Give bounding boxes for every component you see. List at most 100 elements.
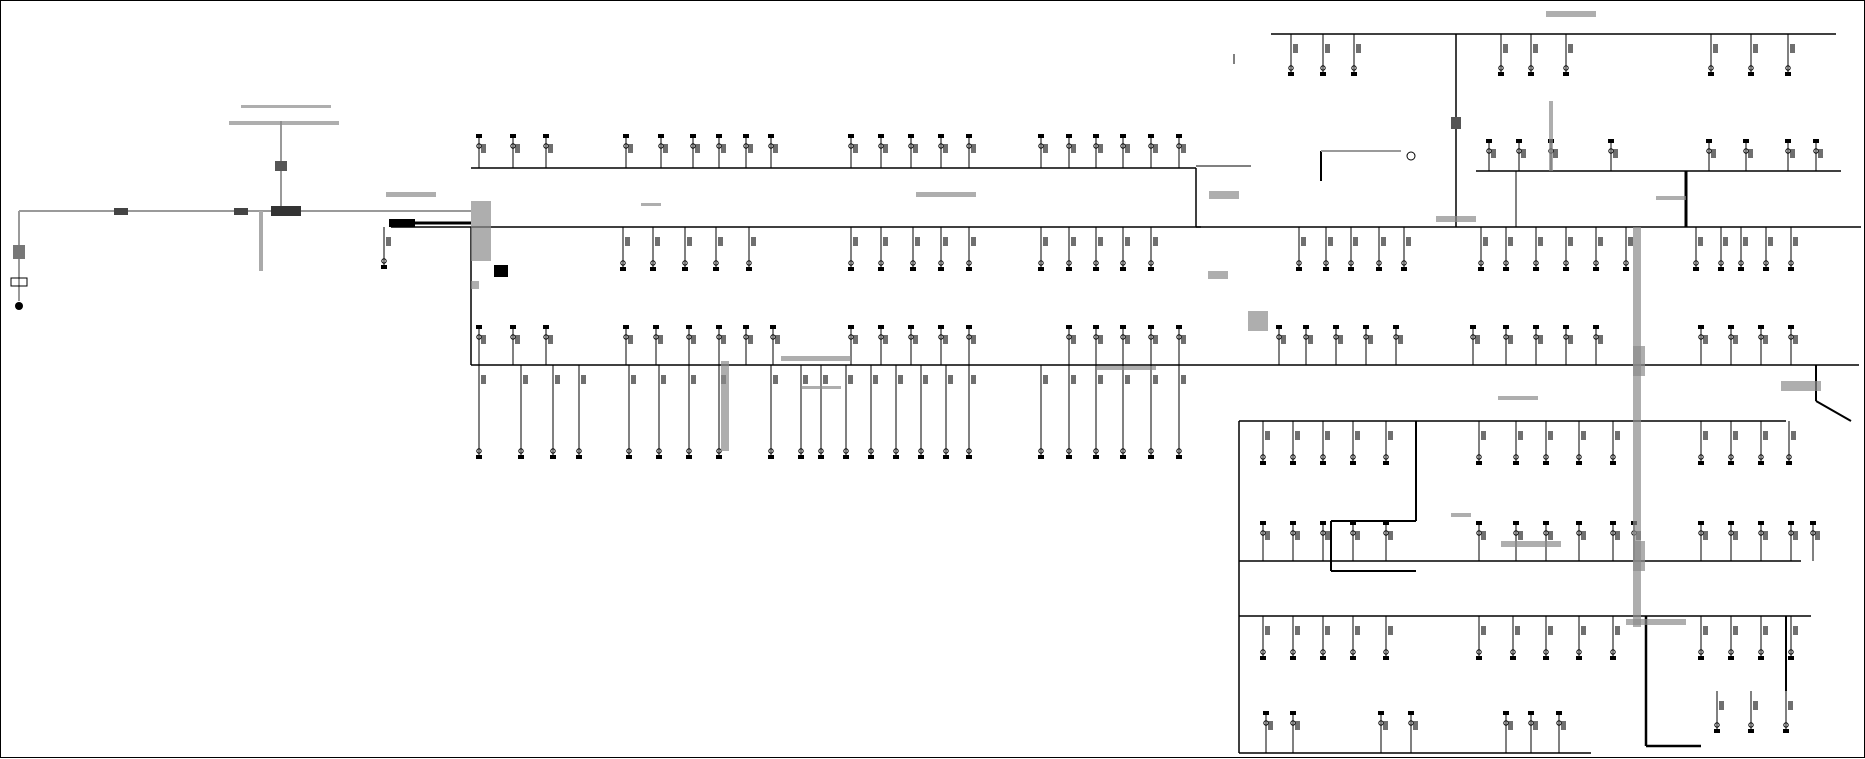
transformer-icon: [1125, 144, 1130, 153]
transformer-icon: [1071, 237, 1076, 246]
transformer-icon: [1763, 531, 1768, 540]
load-icon: [1093, 143, 1099, 149]
load-icon: [1788, 530, 1794, 536]
load-icon: [966, 334, 972, 340]
highlight-mark: [781, 356, 851, 361]
load-icon: [1383, 649, 1389, 655]
breaker-icon: [1120, 134, 1126, 138]
breaker-icon: [650, 267, 656, 271]
breaker-icon: [878, 134, 884, 138]
transformer-icon: [1713, 44, 1718, 53]
transformer-icon: [581, 375, 586, 384]
transformer-icon: [1791, 431, 1796, 440]
load-icon: [1513, 530, 1519, 536]
feeder-drop: [1815, 400, 1852, 422]
highlight-mark: [1451, 513, 1471, 517]
transformer-icon: [1703, 626, 1708, 635]
transformer-icon: [1753, 44, 1758, 53]
load-icon: [1513, 454, 1519, 460]
breaker-icon: [1260, 656, 1266, 660]
load-icon: [1066, 260, 1072, 266]
transformer-icon: [695, 144, 700, 153]
breaker-icon: [1728, 656, 1734, 660]
load-icon: [1120, 143, 1126, 149]
transformer-icon: [1098, 335, 1103, 344]
load-icon: [1503, 260, 1509, 266]
transformer-icon: [853, 144, 858, 153]
load-icon: [1470, 334, 1476, 340]
load-icon: [743, 143, 749, 149]
breaker-icon: [1813, 139, 1819, 143]
transformer-icon: [883, 335, 888, 344]
transformer-icon: [721, 335, 726, 344]
breaker-icon: [1383, 521, 1389, 525]
load-icon: [1788, 649, 1794, 655]
load-icon: [1148, 143, 1154, 149]
breaker-icon: [626, 455, 632, 459]
load-icon: [1476, 530, 1482, 536]
load-icon: [1486, 148, 1492, 154]
load-icon: [682, 260, 688, 266]
breaker-icon: [1066, 455, 1072, 459]
load-icon: [1038, 260, 1044, 266]
load-icon: [381, 258, 387, 264]
breaker-icon: [234, 208, 248, 215]
breaker-icon: [1451, 117, 1461, 129]
load-icon: [768, 448, 774, 454]
highlight-mark: [1209, 191, 1239, 199]
highlight-mark: [1096, 366, 1156, 370]
breaker-icon: [878, 325, 884, 329]
breaker-icon: [1363, 325, 1369, 329]
breaker-icon: [966, 455, 972, 459]
breaker-icon: [271, 206, 301, 216]
transformer-icon: [1153, 237, 1158, 246]
breaker-icon: [1748, 72, 1754, 76]
load-icon: [1608, 148, 1614, 154]
transformer-icon: [1703, 335, 1708, 344]
transformer-icon: [1483, 237, 1488, 246]
breaker-icon: [746, 267, 752, 271]
load-icon: [798, 448, 804, 454]
transformer-icon: [1763, 431, 1768, 440]
highlight-mark: [916, 192, 976, 197]
breaker-icon: [1563, 325, 1569, 329]
transformer-icon: [1503, 44, 1508, 53]
breaker-icon: [623, 134, 629, 138]
transformer-icon: [853, 237, 858, 246]
transformer-icon: [1793, 237, 1798, 246]
highlight-marks: [229, 11, 1821, 627]
breaker-icon: [1743, 139, 1749, 143]
transformer-icon: [1368, 335, 1373, 344]
load-icon: [1120, 334, 1126, 340]
transformer-icon: [481, 375, 486, 384]
breaker-icon: [686, 455, 692, 459]
breaker-icon: [1513, 521, 1519, 525]
breaker-icon: [1486, 139, 1492, 143]
breaker-icon: [868, 455, 874, 459]
load-icon: [1563, 334, 1569, 340]
load-icon: [623, 143, 629, 149]
transformer-icon: [1475, 335, 1480, 344]
breaker-icon: [1476, 521, 1482, 525]
load-icon: [656, 448, 662, 454]
transformer-icon: [1098, 237, 1103, 246]
transformer-icon: [971, 237, 976, 246]
breaker-icon: [966, 134, 972, 138]
transformer-icon: [1356, 44, 1361, 53]
transformer-icon: [1481, 626, 1486, 635]
transformer-icon: [1711, 149, 1716, 158]
load-icon: [1533, 334, 1539, 340]
breaker-icon: [653, 325, 659, 329]
breaker-icon: [1576, 656, 1582, 660]
load-icon: [878, 334, 884, 340]
load-icon: [650, 260, 656, 266]
transformer-icon: [948, 375, 953, 384]
transformer-icon: [1281, 335, 1286, 344]
load-icon: [848, 334, 854, 340]
load-icon: [1543, 530, 1549, 536]
load-icon: [658, 143, 664, 149]
breaker-icon: [743, 134, 749, 138]
transformer-icon: [1295, 626, 1300, 635]
load-icon: [746, 260, 752, 266]
